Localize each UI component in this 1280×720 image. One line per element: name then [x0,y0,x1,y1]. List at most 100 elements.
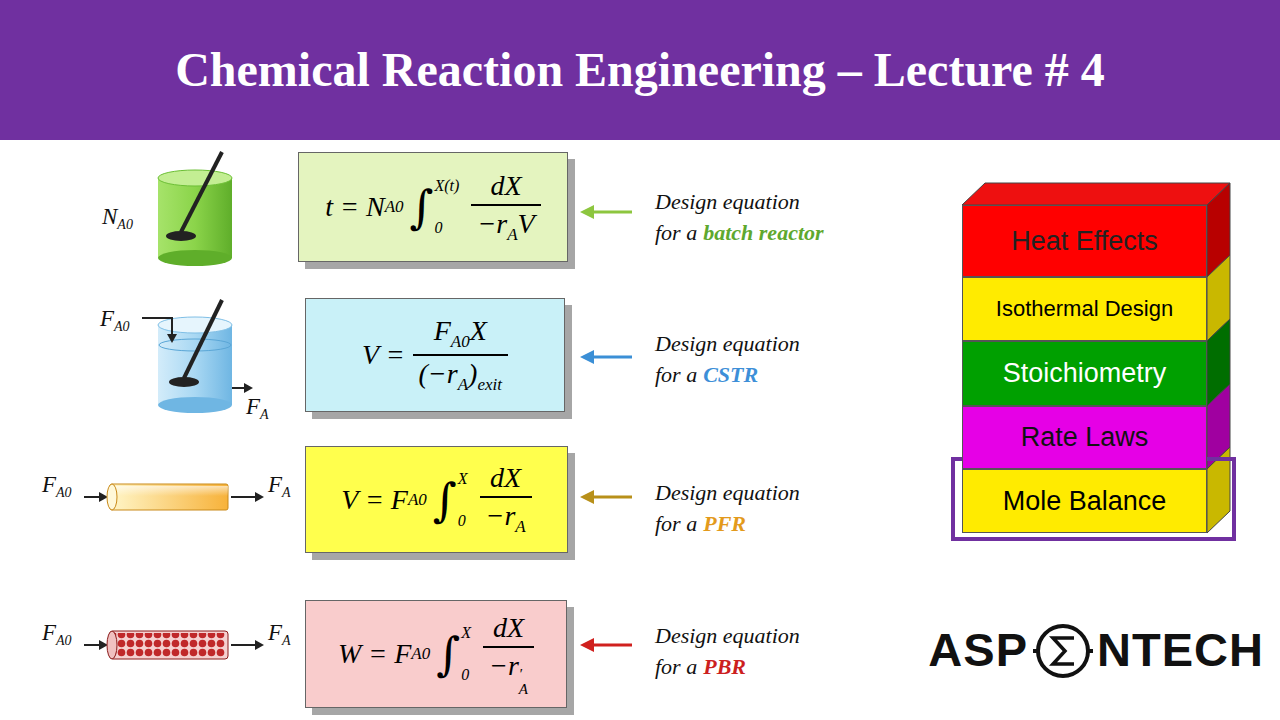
integral-sign: ∫ [436,631,460,677]
subscript: A [519,682,528,697]
lower-limit: 0 [458,513,468,529]
equation-text: −r [486,500,516,531]
subscript: A [282,485,291,500]
label-text: N [102,204,117,229]
equation-text: V = [362,339,405,371]
stream-label: FA [268,620,291,649]
equation-box: V = FA0∫X0dX−rA [305,446,568,553]
prime: ′ [519,667,528,682]
equation-text: dX [490,170,521,201]
subscript: A0 [114,319,130,334]
cstr-reactor [142,300,253,413]
label-text: F [42,620,56,645]
stack-layer: Mole Balance [962,469,1207,533]
numerator: FA0X [428,315,493,354]
denominator: −r′A [483,646,534,697]
upper-limit: X [458,471,468,487]
stack-layer: Heat Effects [962,205,1207,277]
fraction: dX−rA [480,462,532,537]
stream-label: FA [246,394,269,423]
denominator: −rAV [471,204,540,245]
equation-text: (−r [419,358,458,389]
integral-limits: X0 [461,625,471,683]
equation-text: −r [477,208,507,239]
integral-sign: ∫ [433,477,457,523]
logo-word: NTECH [1097,622,1264,677]
label-text: Design equation [655,331,800,356]
subscript: A [282,633,291,648]
stack-layer: Isothermal Design [962,277,1207,341]
equation-box: t = NA0∫X(t)0dX−rAV [298,152,568,262]
subscript: exit [477,375,502,394]
label-text: PFR [703,511,746,536]
integral: ∫X0 [430,625,475,683]
batch-reactor [158,152,232,266]
stack-layer: Rate Laws [962,406,1207,469]
subscript: A0 [56,485,72,500]
integral: ∫X(t) 0 [404,178,464,236]
stream-label: FA [268,472,291,501]
layer-label: Mole Balance [1003,486,1167,517]
lower-limit: 0 [461,667,471,683]
subscript: A0 [385,197,404,217]
label-text: for a [655,362,697,387]
logo-word: ASP [928,622,1028,677]
label-text: ASP [928,623,1028,676]
subscript: A0 [117,217,133,232]
equation: W = FA0∫X0dX−r′A [338,612,534,697]
stream-label: FA0 [42,620,72,649]
label-text: for a [655,654,697,679]
title-text: Chemical Reaction Engineering – Lecture … [0,0,1280,140]
numerator: dX [487,612,530,646]
fraction: dX−rAV [471,170,540,245]
layer-label: Heat Effects [1011,226,1158,257]
pbr-tube [84,631,264,659]
label-text: for a [655,220,697,245]
label-text: F [100,306,114,331]
equation-box: V =FA0X(−rA)exit [305,298,565,412]
equation-text: F [434,315,451,346]
equation-box: W = FA0∫X0dX−r′A [305,600,567,708]
integral-limits: X0 [458,471,468,529]
label-text: NTECH [1097,623,1264,676]
equation-text: X [470,315,487,346]
design-caption: Design equationfor aPBR [655,620,800,682]
equation-text: V [518,208,535,239]
lower-limit: 0 [435,220,460,236]
fraction: FA0X(−rA)exit [413,315,508,395]
subscript: A0 [56,633,72,648]
numerator: dX [484,462,527,496]
stack-faces [962,183,1230,533]
denominator: (−rA)exit [413,354,508,395]
pfr-tube [84,484,264,510]
upper-limit: X [461,625,471,641]
numerator: dX [484,170,527,204]
subscript: A [458,375,468,394]
equation-text: W = F [338,638,411,670]
integral-sign: ∫ [410,184,434,230]
subscript: A0 [451,332,470,351]
equation: V = FA0∫X0dX−rA [341,462,531,537]
equation-text: −r [489,650,519,681]
design-caption: Design equationfor abatch reactor [655,186,824,248]
label-text: batch reactor [703,220,823,245]
layer-label: Stoichiometry [1003,358,1167,389]
integral-limits: X(t) 0 [435,178,460,236]
denominator: −rA [480,496,532,537]
layer-label: Isothermal Design [996,296,1173,322]
stream-label: FA0 [42,472,72,501]
label-text: F [268,472,282,497]
subscript: A [260,407,269,422]
label-text: for a [655,511,697,536]
sub-sup: ′A [519,667,528,697]
label-text: CSTR [703,362,758,387]
label-text: Design equation [655,623,800,648]
highlight-frame [953,459,1234,539]
equation: V =FA0X(−rA)exit [362,315,508,395]
layer-label: Rate Laws [1021,422,1149,453]
subscript: A [515,517,525,536]
fraction: dX−r′A [483,612,534,697]
subscript: A0 [411,644,430,664]
upper-limit: X(t) [435,178,460,194]
equation-text: ) [468,358,477,389]
